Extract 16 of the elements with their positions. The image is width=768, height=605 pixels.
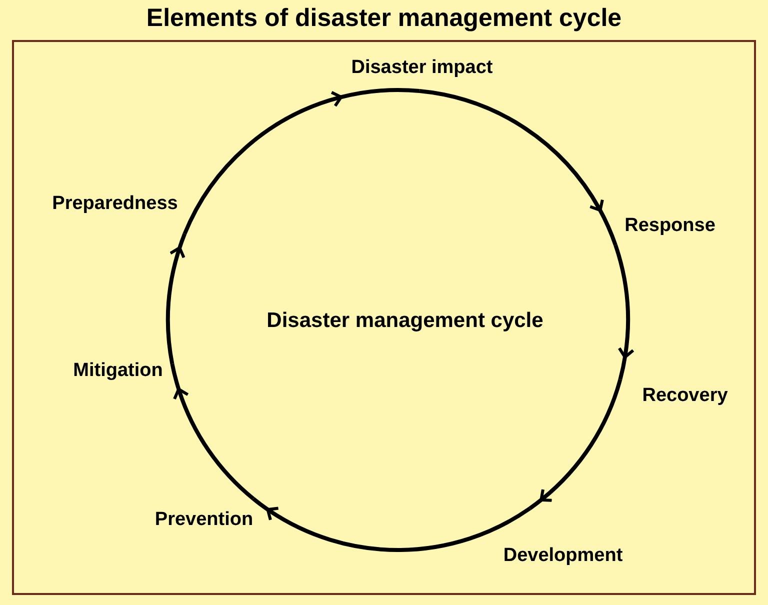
cycle-arrow — [251, 496, 532, 552]
stage-label: Development — [503, 545, 623, 567]
diagram-title: Elements of disaster management cycle — [145, 4, 623, 33]
cycle-arrow — [170, 362, 256, 501]
stage-label: Mitigation — [73, 360, 163, 382]
cycle-arrow — [528, 378, 622, 510]
center-label: Disaster management cycle — [266, 309, 544, 333]
cycle-arrow — [182, 88, 422, 236]
cycle-arrow — [166, 232, 187, 366]
cycle-arrow — [418, 89, 618, 248]
stage-label: Preparedness — [52, 193, 178, 215]
stage-label: Disaster impact — [351, 57, 493, 79]
stage-label: Prevention — [154, 509, 254, 531]
stage-label: Response — [624, 215, 716, 237]
cycle-arrow — [614, 243, 634, 382]
stage-label: Recovery — [642, 385, 728, 407]
